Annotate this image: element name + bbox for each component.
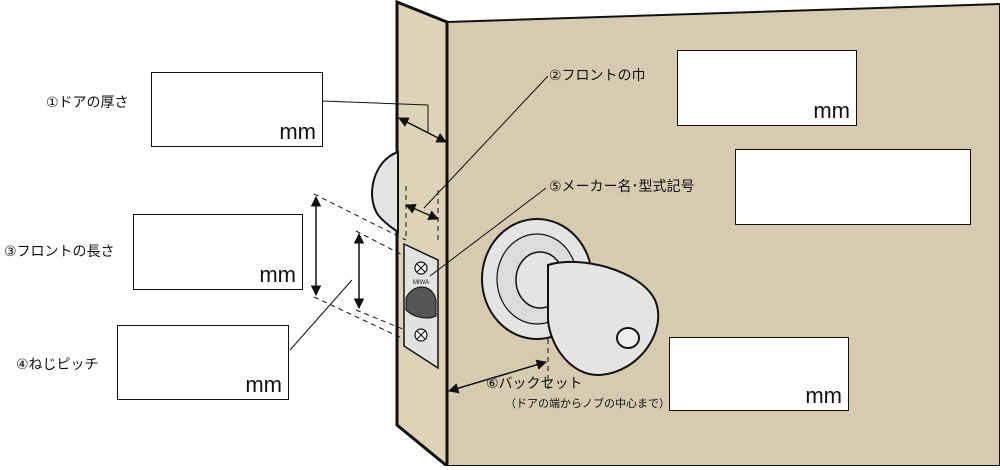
unit-mm: mm — [813, 98, 850, 123]
input-box-screw-pitch[interactable]: mm — [117, 325, 289, 400]
unit-mm: mm — [805, 383, 842, 408]
label-front-width: ②フロントの巾 — [549, 68, 646, 84]
input-box-maker-model[interactable] — [735, 149, 971, 225]
front-plate: MIWA — [403, 242, 439, 370]
door-edge — [395, 0, 449, 470]
door-knob — [481, 218, 660, 377]
input-box-front-width[interactable]: mm — [677, 50, 857, 126]
unit-mm: mm — [279, 119, 316, 144]
unit-mm: mm — [259, 262, 296, 287]
label-door-thickness: ①ドアの厚さ — [46, 95, 129, 111]
leader-maker-model — [429, 187, 547, 277]
input-box-backset[interactable]: mm — [669, 337, 849, 411]
label-maker-model: ⑤メーカー名･型式記号 — [549, 179, 695, 195]
input-box-door-thickness[interactable]: mm — [151, 72, 323, 147]
label-front-length: ③フロントの長さ — [4, 244, 115, 260]
dim-front-width — [405, 75, 549, 221]
label-backset-note: （ドアの端からノブの中心まで） — [505, 397, 670, 410]
plate-brand-text: MIWA — [413, 280, 429, 286]
dim-screw-pitch — [289, 232, 365, 351]
rear-knob — [371, 150, 399, 234]
dim-backset — [447, 359, 548, 394]
input-box-front-length[interactable]: mm — [133, 214, 303, 290]
unit-mm: mm — [245, 372, 282, 397]
label-screw-pitch: ④ねじピッチ — [16, 357, 99, 373]
dim-door-thickness — [321, 100, 447, 143]
label-backset: ⑥バックセット — [486, 376, 583, 392]
